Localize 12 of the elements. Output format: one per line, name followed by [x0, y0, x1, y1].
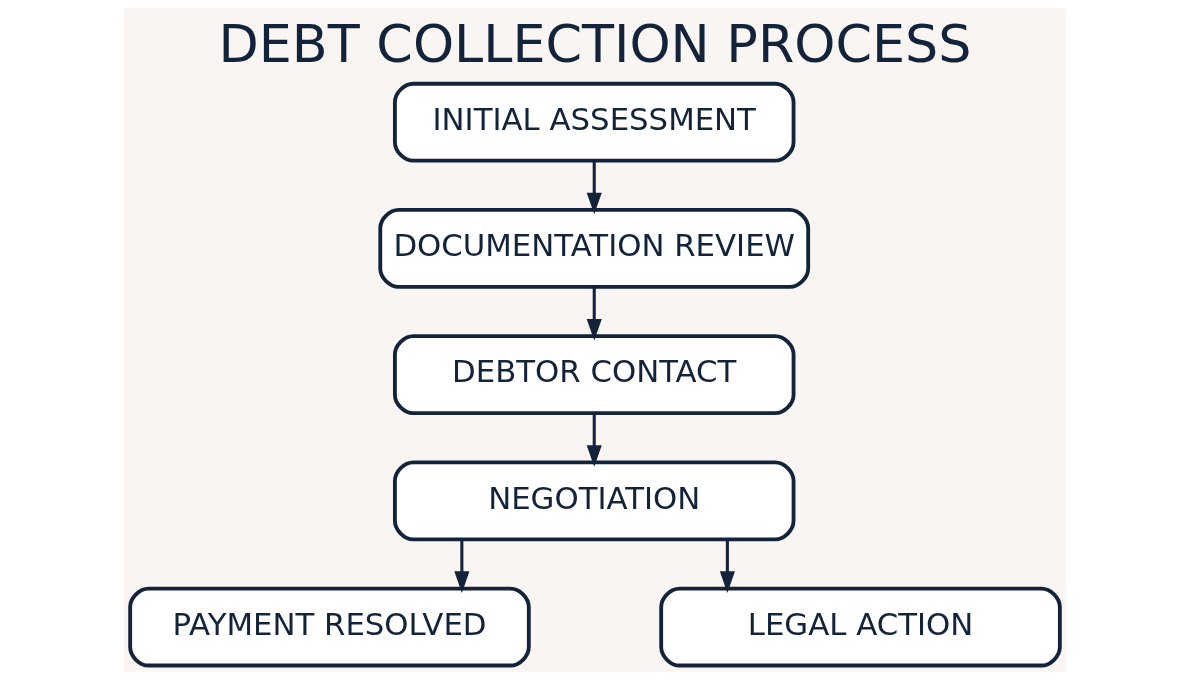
arrow: [586, 160, 602, 215]
node-box: NEGOTIATION: [392, 460, 796, 542]
arrow: [719, 539, 735, 593]
node-box: LEGAL ACTION: [659, 586, 1062, 668]
arrow: [586, 286, 602, 341]
node-box: INITIAL ASSESSMENT: [392, 81, 796, 163]
node-box: DEBTOR CONTACT: [392, 334, 796, 416]
node-box: DOCUMENTATION REVIEW: [378, 208, 811, 289]
arrow: [454, 539, 470, 593]
diagram-title: DEBT COLLECTION PROCESS: [218, 13, 972, 75]
arrow: [586, 413, 602, 467]
node-box: PAYMENT RESOLVED: [128, 586, 531, 668]
